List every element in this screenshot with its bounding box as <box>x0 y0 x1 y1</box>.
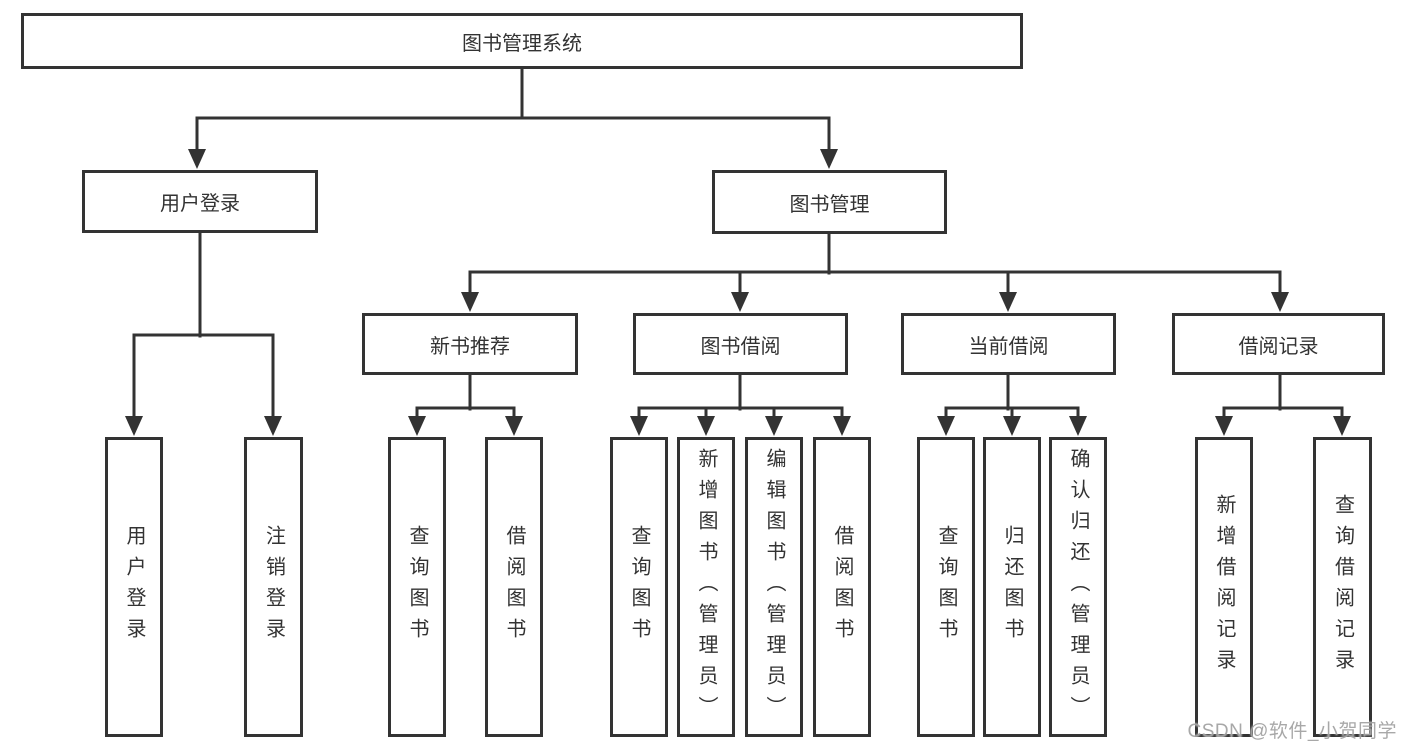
node-book-management: 图书管理 <box>712 170 947 234</box>
csdn-watermark: CSDN @软件_小贺同学 <box>1187 721 1397 742</box>
leaf-borrowing-edit-books-admin: 编辑图书（管理员） <box>745 437 803 737</box>
node-new-book-recommend-label: 新书推荐 <box>430 335 510 358</box>
node-current-borrowing-label: 当前借阅 <box>968 335 1049 358</box>
leaf-records-add-record: 新增借阅记录 <box>1195 437 1253 737</box>
leaf-newbook-borrow-books: 借阅图书 <box>485 437 543 737</box>
node-user-login: 用户登录 <box>82 170 318 233</box>
leaf-records-add-record-label: 新增借阅记录 <box>1213 494 1235 680</box>
leaf-newbook-borrow-books-label: 借阅图书 <box>503 525 525 649</box>
leaf-current-confirm-return-admin-label: 确认归还（管理员） <box>1067 447 1089 727</box>
leaf-logout: 注销登录 <box>244 437 303 737</box>
leaf-borrowing-query-books-label: 查询图书 <box>628 525 650 649</box>
leaf-borrowing-borrow-books: 借阅图书 <box>813 437 871 737</box>
leaf-current-query-books: 查询图书 <box>917 437 975 737</box>
leaf-borrowing-edit-books-admin-label: 编辑图书（管理员） <box>763 447 785 727</box>
node-root-system: 图书管理系统 <box>21 13 1023 69</box>
node-book-management-label: 图书管理 <box>789 193 870 216</box>
leaf-current-confirm-return-admin: 确认归还（管理员） <box>1049 437 1107 737</box>
leaf-newbook-query-books: 查询图书 <box>388 437 446 737</box>
node-book-borrowing: 图书借阅 <box>633 313 848 375</box>
leaf-borrowing-borrow-books-label: 借阅图书 <box>831 525 853 649</box>
leaf-borrowing-query-books: 查询图书 <box>610 437 668 737</box>
node-user-login-label: 用户登录 <box>160 193 240 215</box>
leaf-user-login: 用户登录 <box>105 437 163 737</box>
leaf-newbook-query-books-label: 查询图书 <box>406 525 428 649</box>
leaf-user-login-label: 用户登录 <box>123 525 145 649</box>
node-borrowing-records-label: 借阅记录 <box>1238 335 1319 358</box>
leaf-records-query-record: 查询借阅记录 <box>1313 437 1372 737</box>
node-current-borrowing: 当前借阅 <box>901 313 1116 375</box>
leaf-current-query-books-label: 查询图书 <box>935 525 957 649</box>
leaf-logout-label: 注销登录 <box>262 525 285 649</box>
leaf-borrowing-add-books-admin: 新增图书（管理员） <box>677 437 735 737</box>
leaf-borrowing-add-books-admin-label: 新增图书（管理员） <box>695 447 717 727</box>
node-new-book-recommend: 新书推荐 <box>362 313 578 375</box>
leaf-current-return-books-label: 归还图书 <box>1001 525 1023 649</box>
leaf-records-query-record-label: 查询借阅记录 <box>1331 494 1354 680</box>
leaf-current-return-books: 归还图书 <box>983 437 1041 737</box>
node-borrowing-records: 借阅记录 <box>1172 313 1385 375</box>
node-root-label: 图书管理系统 <box>462 32 582 55</box>
node-book-borrowing-label: 图书借阅 <box>700 335 781 358</box>
